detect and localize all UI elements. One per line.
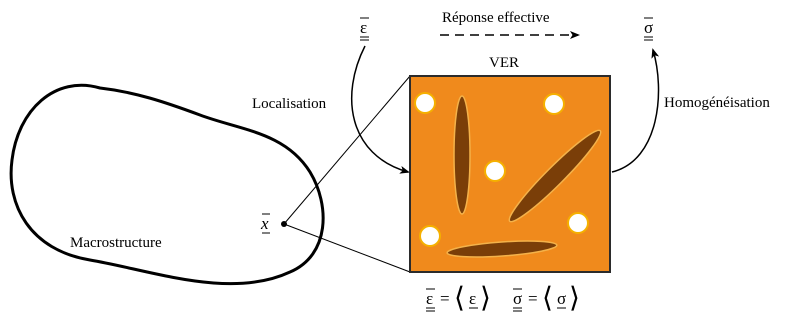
inclusion-diagonal bbox=[508, 129, 602, 223]
stress-average-relation: σ = ⟨ σ ⟩ bbox=[513, 283, 580, 314]
strain-average-relation: ε = ⟨ ε ⟩ bbox=[426, 283, 491, 314]
strain-close-bracket: ⟩ bbox=[480, 283, 491, 314]
zoom-line-bottom bbox=[283, 223, 411, 273]
strain-open-bracket: ⟨ bbox=[454, 283, 465, 314]
stress-equals: = bbox=[528, 289, 538, 308]
strain-inner: ε bbox=[469, 289, 476, 308]
homogenisation-label: Homogénéisation bbox=[664, 95, 770, 111]
macrostructure-label: Macrostructure bbox=[70, 235, 162, 251]
response-label: Réponse effective bbox=[442, 10, 550, 26]
pore bbox=[543, 93, 565, 115]
inclusion-vertical bbox=[453, 95, 471, 215]
macro-stress-symbol: σ bbox=[644, 18, 653, 37]
macrostructure-outline bbox=[9, 83, 325, 286]
stress-inner: σ bbox=[557, 289, 566, 308]
stress-close-bracket: ⟩ bbox=[569, 283, 580, 314]
pore bbox=[567, 212, 589, 234]
point-symbol: x bbox=[260, 214, 269, 233]
rve-label: VER bbox=[489, 55, 519, 71]
homogenisation-arrow bbox=[611, 48, 660, 173]
macro-strain-symbol: ε bbox=[360, 18, 367, 37]
rve-square bbox=[409, 75, 611, 273]
pore bbox=[484, 160, 506, 182]
strain-lhs: ε bbox=[426, 289, 433, 308]
stress-lhs: σ bbox=[513, 289, 522, 308]
strain-equals: = bbox=[440, 289, 450, 308]
stress-open-bracket: ⟨ bbox=[542, 283, 553, 314]
pore bbox=[414, 92, 436, 114]
inclusion-horizontal bbox=[446, 240, 558, 258]
pore bbox=[419, 225, 441, 247]
localisation-arrow bbox=[350, 45, 410, 174]
localisation-label: Localisation bbox=[252, 96, 327, 112]
zoom-line-top bbox=[283, 75, 411, 225]
